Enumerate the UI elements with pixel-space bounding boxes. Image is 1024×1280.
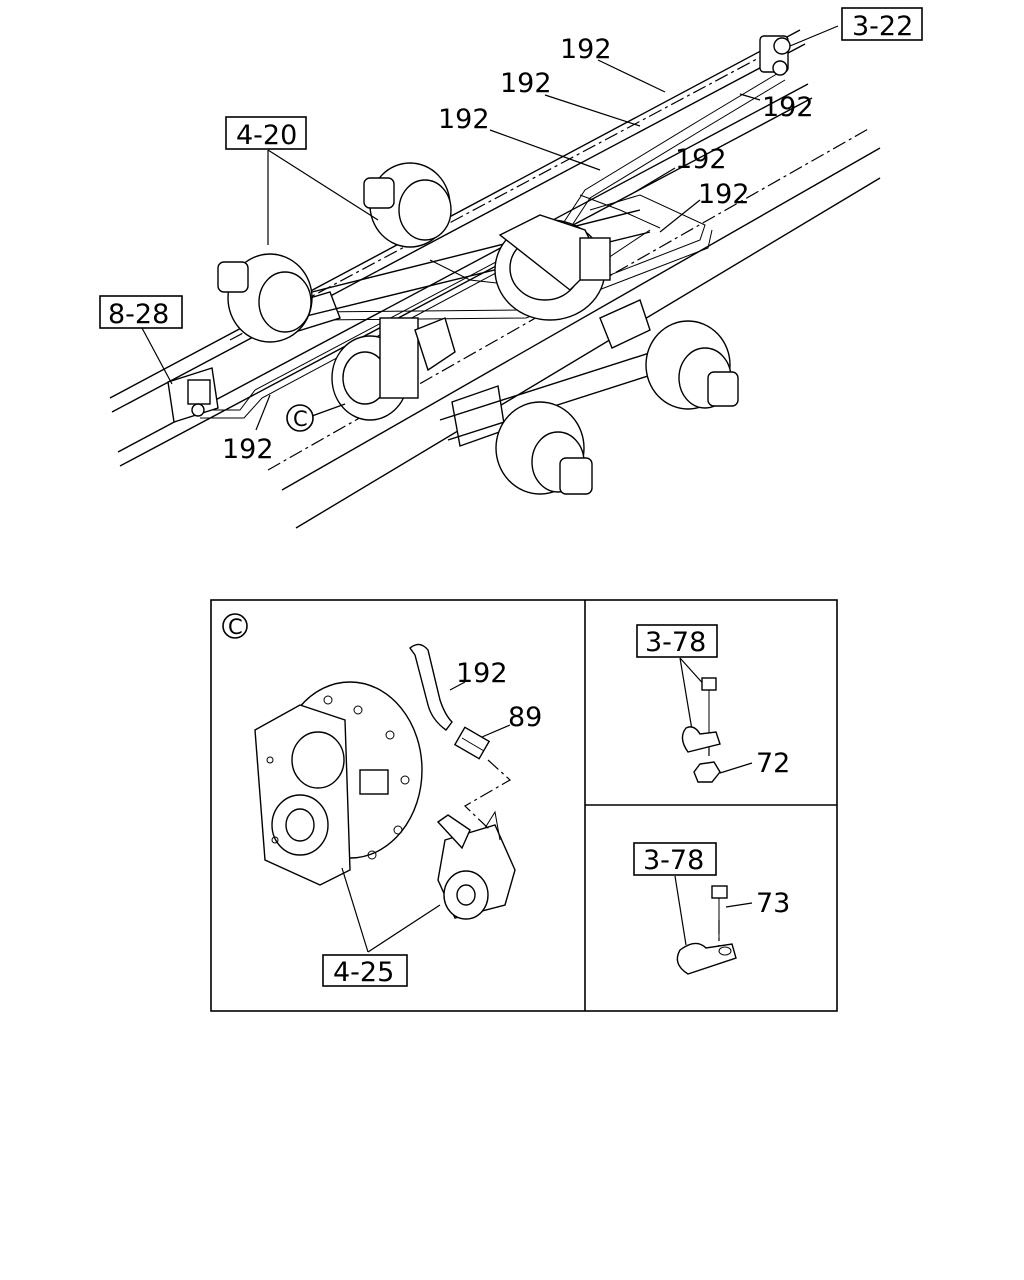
nut-72 (693, 761, 721, 783)
detail-clip-nut-panel: 3-78 72 (636, 624, 790, 783)
callouts-upper: 3-22 192 192 192 192 192 192 4-20 8-28 1… (99, 7, 923, 465)
detail-callout-c (286, 404, 314, 432)
detail-c-panel: C (222, 613, 542, 988)
leader-lines-upper (141, 25, 839, 431)
ref-label-3-22: 3-22 (852, 11, 913, 42)
pipe-label-192-e: 192 (675, 144, 727, 175)
axle-assembly-drawing (109, 29, 881, 529)
fitting-label-89: 89 (508, 702, 542, 733)
detail-callout-c-label: C (293, 407, 308, 431)
detail-c-marker-label: C (228, 615, 243, 639)
pipe-label-192-b: 192 (500, 68, 552, 99)
ref-label-8-28: 8-28 (108, 299, 169, 330)
frame-rails (109, 29, 881, 529)
ref-box-8-28 (99, 295, 183, 329)
fitting-89 (453, 726, 491, 760)
ref-box-3-22 (841, 7, 923, 41)
pipe-label-192-a: 192 (560, 34, 612, 65)
nut-label-72: 72 (756, 748, 790, 779)
pipe-label-192-c: 192 (762, 92, 814, 123)
brake-valve-right (759, 35, 791, 76)
ref-box-4-20 (225, 116, 307, 150)
pipe-label-192-d: 192 (438, 104, 490, 135)
differential-carrier (254, 681, 423, 886)
bolt-upper (701, 677, 717, 760)
detail-c-marker (222, 613, 248, 639)
ref-label-4-20: 4-20 (236, 120, 297, 151)
pipe-label-192-f: 192 (698, 179, 750, 210)
clip-lower (676, 942, 737, 975)
ref-label-4-25: 4-25 (333, 957, 394, 988)
bolt-73 (711, 885, 728, 946)
ref-box-4-25 (322, 954, 408, 987)
hose-192 (409, 643, 453, 731)
ref-label-3-78-lower: 3-78 (643, 845, 704, 876)
lower-axle (439, 320, 739, 495)
ref-label-3-78-upper: 3-78 (645, 627, 706, 658)
ref-box-3-78-upper (636, 624, 718, 658)
hose-label-192: 192 (456, 658, 508, 689)
bolt-label-73: 73 (756, 888, 790, 919)
differential-housing (331, 214, 611, 421)
detail-panels (210, 599, 838, 1012)
brake-valve-left (167, 367, 219, 423)
cross-members (269, 291, 651, 447)
valve-actuator (436, 810, 516, 920)
ref-box-3-78-lower (633, 842, 717, 876)
clip-upper (681, 726, 721, 753)
pipe-label-192-g: 192 (222, 434, 274, 465)
detail-clip-bolt-panel: 3-78 73 (633, 842, 790, 975)
